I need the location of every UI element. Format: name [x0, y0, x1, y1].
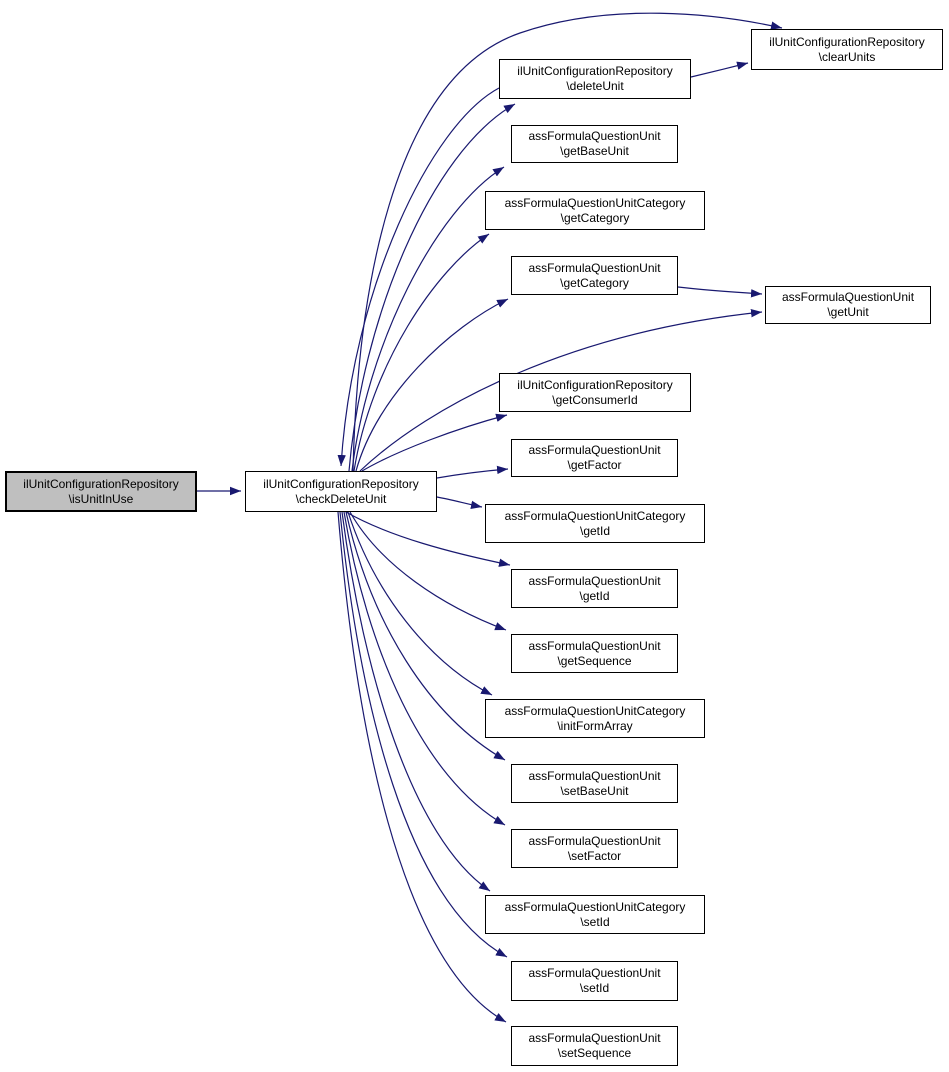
node-class-label: assFormulaQuestionUnit: [781, 290, 915, 304]
node-method-label: \setSequence: [557, 1046, 632, 1060]
node-class-label: assFormulaQuestionUnitCategory: [504, 899, 686, 914]
node-clearUnits[interactable]: ilUnitConfigurationRepository\clearUnits: [751, 29, 943, 70]
node-class-label: assFormulaQuestionUnit: [528, 129, 661, 143]
edge-checkDeleteUnit-to-getFactor: [436, 465, 509, 479]
node-method-label: \clearUnits: [818, 49, 876, 64]
node-method-label: \getFactor: [567, 458, 622, 472]
node-method-label: \getUnit: [827, 305, 869, 319]
node-method-label: \setFactor: [567, 848, 622, 863]
node-class-label: assFormulaQuestionUnit: [528, 443, 661, 457]
node-getConsumerId[interactable]: ilUnitConfigurationRepository\getConsume…: [499, 373, 691, 412]
edge-checkDeleteUnit-to-getCategoryCat: [353, 233, 490, 472]
node-method-label: \getId: [579, 588, 610, 603]
node-setBaseUnit[interactable]: assFormulaQuestionUnit\setBaseUnit: [511, 764, 678, 803]
node-method-label: \initFormArray: [557, 718, 633, 733]
node-class-label: ilUnitConfigurationRepository: [23, 476, 179, 491]
node-method-label: \deleteUnit: [566, 79, 624, 93]
node-method-label: \getSequence: [557, 653, 632, 668]
node-class-label: assFormulaQuestionUnitCategory: [504, 195, 686, 210]
node-getCategoryCat[interactable]: assFormulaQuestionUnitCategory\getCatego…: [485, 191, 705, 230]
edge-checkDeleteUnit-to-setIdUnit: [339, 511, 508, 958]
edge-checkDeleteUnit-to-getCategoryUnit: [355, 298, 509, 472]
node-class-label: assFormulaQuestionUnitCategory: [504, 508, 686, 523]
node-setIdUnit[interactable]: assFormulaQuestionUnit\setId: [511, 961, 678, 1001]
edge-checkDeleteUnit-to-getConsumerId: [361, 413, 508, 472]
node-class-label: assFormulaQuestionUnit: [528, 573, 661, 588]
node-class-label: assFormulaQuestionUnit: [528, 768, 661, 783]
node-getCategoryUnit[interactable]: assFormulaQuestionUnit\getCategory: [511, 256, 678, 295]
node-checkDeleteUnit[interactable]: ilUnitConfigurationRepository\checkDelet…: [245, 471, 437, 512]
node-method-label: \getConsumerId: [552, 392, 638, 407]
node-class-label: assFormulaQuestionUnit: [528, 638, 661, 653]
node-class-label: assFormulaQuestionUnit: [528, 260, 661, 275]
node-isUnitInUse: ilUnitConfigurationRepository\isUnitInUs…: [5, 471, 197, 512]
edge-checkDeleteUnit-to-getIdUnit: [345, 511, 511, 567]
node-initFormArray[interactable]: assFormulaQuestionUnitCategory\initFormA…: [485, 699, 705, 738]
node-method-label: \setId: [579, 981, 610, 995]
node-class-label: assFormulaQuestionUnit: [528, 833, 661, 848]
node-getIdCat[interactable]: assFormulaQuestionUnitCategory\getId: [485, 504, 705, 543]
node-getUnit[interactable]: assFormulaQuestionUnit\getUnit: [765, 286, 931, 324]
node-class-label: ilUnitConfigurationRepository: [769, 34, 925, 49]
node-method-label: \getId: [579, 523, 611, 538]
node-class-label: assFormulaQuestionUnit: [528, 966, 661, 980]
edge-checkDeleteUnit-to-setBaseUnit: [345, 511, 506, 761]
edge-checkDeleteUnit-to-getBaseUnit: [351, 166, 505, 472]
edge-checkDeleteUnit-to-setSequence: [337, 511, 507, 1023]
node-method-label: \getBaseUnit: [560, 144, 629, 158]
node-method-label: \getCategory: [560, 275, 629, 290]
node-method-label: \isUnitInUse: [68, 491, 134, 506]
node-setFactor[interactable]: assFormulaQuestionUnit\setFactor: [511, 829, 678, 868]
node-setIdCat[interactable]: assFormulaQuestionUnitCategory\setId: [485, 895, 705, 934]
edge-checkDeleteUnit-to-setFactor: [343, 511, 506, 826]
node-deleteUnit[interactable]: ilUnitConfigurationRepository\deleteUnit: [499, 59, 691, 99]
node-method-label: \setBaseUnit: [560, 783, 629, 798]
node-class-label: assFormulaQuestionUnit: [528, 1031, 661, 1045]
node-class-label: ilUnitConfigurationRepository: [517, 64, 673, 78]
edge-checkDeleteUnit-to-getIdCat: [436, 496, 483, 509]
node-class-label: ilUnitConfigurationRepository: [263, 476, 419, 491]
edge-deleteUnit-to-checkDeleteUnit: [337, 87, 500, 467]
edge-checkDeleteUnit-to-getSequence: [349, 511, 507, 631]
edge-deleteUnit-to-clearUnits: [690, 61, 749, 78]
edge-checkDeleteUnit-to-setIdCat: [341, 511, 491, 892]
edge-checkDeleteUnit-to-initFormArray: [347, 511, 493, 696]
node-setSequence[interactable]: assFormulaQuestionUnit\setSequence: [511, 1026, 678, 1066]
node-getSequence[interactable]: assFormulaQuestionUnit\getSequence: [511, 634, 678, 673]
node-getIdUnit[interactable]: assFormulaQuestionUnit\getId: [511, 569, 678, 608]
node-method-label: \setId: [580, 914, 610, 929]
edge-getCategoryUnit-to-getUnit: [677, 286, 763, 298]
node-getBaseUnit[interactable]: assFormulaQuestionUnit\getBaseUnit: [511, 125, 678, 163]
node-method-label: \getCategory: [560, 210, 630, 225]
node-class-label: assFormulaQuestionUnitCategory: [504, 703, 686, 718]
node-method-label: \checkDeleteUnit: [295, 491, 387, 506]
node-class-label: ilUnitConfigurationRepository: [517, 377, 673, 392]
edge-checkDeleteUnit-to-deleteUnit: [348, 103, 516, 472]
node-getFactor[interactable]: assFormulaQuestionUnit\getFactor: [511, 439, 678, 477]
